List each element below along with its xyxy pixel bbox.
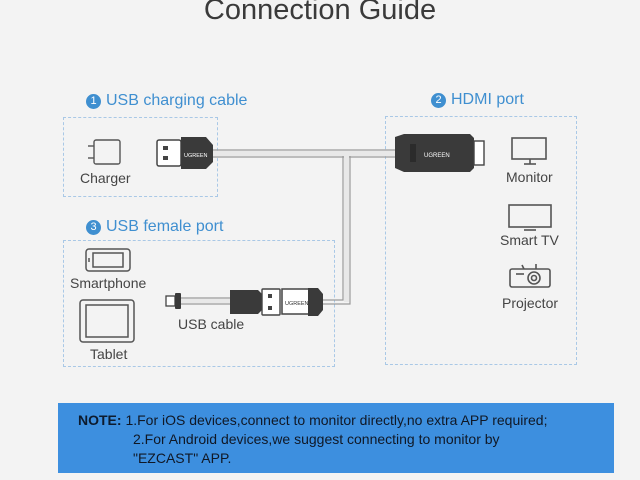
note-key: NOTE: [78, 412, 122, 428]
usb-plug-brand: UGREEN [184, 153, 208, 159]
hdmi-plug-icon: UGREEN [395, 134, 485, 172]
female-plug-brand: UGREEN [285, 301, 309, 307]
section-usb-charging-header: 1 USB charging cable [86, 92, 247, 110]
smartphone-icon [85, 248, 131, 272]
section-usb-female-header: 3 USB female port [86, 218, 223, 236]
smart-tv-label: Smart TV [500, 232, 559, 248]
usb-female-plug-icon: UGREEN [281, 288, 323, 316]
monitor-label: Monitor [506, 169, 553, 185]
page-title: Connection Guide [203, 0, 437, 26]
step-number-1: 1 [86, 93, 101, 109]
step-number-3: 3 [86, 219, 101, 235]
monitor-icon [511, 137, 547, 165]
section-usb-female-label: USB female port [106, 218, 224, 235]
smartphone-label: Smartphone [70, 275, 147, 291]
note-text-1: 1.For iOS devices,connect to monitor dir… [125, 412, 548, 428]
tablet-label: Tablet [90, 346, 128, 362]
micro-usb-plug-icon [165, 293, 181, 309]
tablet-icon [79, 299, 135, 343]
projector-icon [509, 264, 551, 288]
usb-cable-plug-icon [230, 288, 281, 316]
usb-cable-label: USB cable [178, 316, 245, 332]
charger-icon [88, 139, 121, 165]
step-number-2: 2 [431, 92, 446, 108]
note-line-3: "EZCAST" APP. [133, 450, 232, 466]
smart-tv-icon [508, 204, 552, 231]
section-usb-charging-label: USB charging cable [106, 92, 248, 109]
note-line-1: NOTE: 1.For iOS devices,connect to monit… [78, 412, 547, 428]
usb-plug-icon: UGREEN [156, 137, 213, 169]
section-hdmi-label: HDMI port [451, 91, 524, 108]
charger-label: Charger [80, 170, 131, 186]
note-line-2: 2.For Android devices,we suggest connect… [133, 431, 500, 447]
hdmi-plug-brand: UGREEN [424, 153, 450, 159]
section-hdmi-header: 2 HDMI port [431, 91, 524, 109]
cable-lines [180, 149, 395, 305]
note-banner: NOTE: 1.For iOS devices,connect to monit… [58, 403, 614, 473]
projector-label: Projector [502, 295, 559, 311]
hdmi-box [385, 116, 577, 365]
